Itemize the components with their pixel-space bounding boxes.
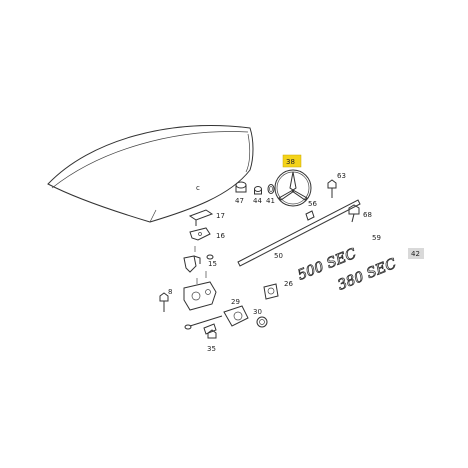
- callout-17: 17: [216, 212, 225, 220]
- callout-38[interactable]: 38: [282, 154, 302, 168]
- callout-29: 29: [231, 298, 240, 306]
- trim-strip-50: [237, 199, 361, 267]
- callout-56: 56: [308, 200, 317, 208]
- callout-30: 30: [253, 308, 262, 316]
- callout-26: 26: [284, 280, 293, 288]
- callout-50: 50: [274, 252, 283, 260]
- callout-44: 44: [253, 197, 262, 205]
- nut-44: [254, 186, 262, 195]
- bracket-17: [188, 209, 214, 226]
- clip-56: [305, 210, 315, 221]
- callout-59: 59: [372, 234, 381, 242]
- callout-42[interactable]: 42: [408, 248, 424, 259]
- callout-42-label: 42: [411, 250, 420, 258]
- callout-15: 15: [208, 260, 217, 268]
- lock-cylinder-26: [263, 283, 279, 300]
- callout-35: 35: [207, 345, 216, 353]
- striker-15: [183, 254, 214, 273]
- callout-47: 47: [235, 197, 244, 205]
- screw-68: [348, 204, 360, 223]
- spring-41: [267, 184, 275, 194]
- latch-16: [189, 227, 211, 241]
- callout-38-label: 38: [286, 158, 295, 166]
- trunk-lid: [47, 125, 254, 223]
- grommet-47: [235, 181, 247, 193]
- bolt-8: [159, 292, 169, 312]
- screw-35: [207, 329, 217, 339]
- callout-63: 63: [337, 172, 346, 180]
- callout-41: 41: [266, 197, 275, 205]
- lock-rod: [184, 315, 223, 335]
- screw-63: [327, 179, 337, 198]
- lock-assembly: [183, 281, 217, 311]
- star-emblem: [274, 169, 312, 207]
- callout-68: 68: [363, 211, 372, 219]
- callout-16: 16: [216, 232, 225, 240]
- ring-30: [256, 316, 268, 328]
- lock-29: [223, 305, 249, 327]
- callout-8: 8: [168, 288, 172, 296]
- callout-c: c: [196, 184, 200, 192]
